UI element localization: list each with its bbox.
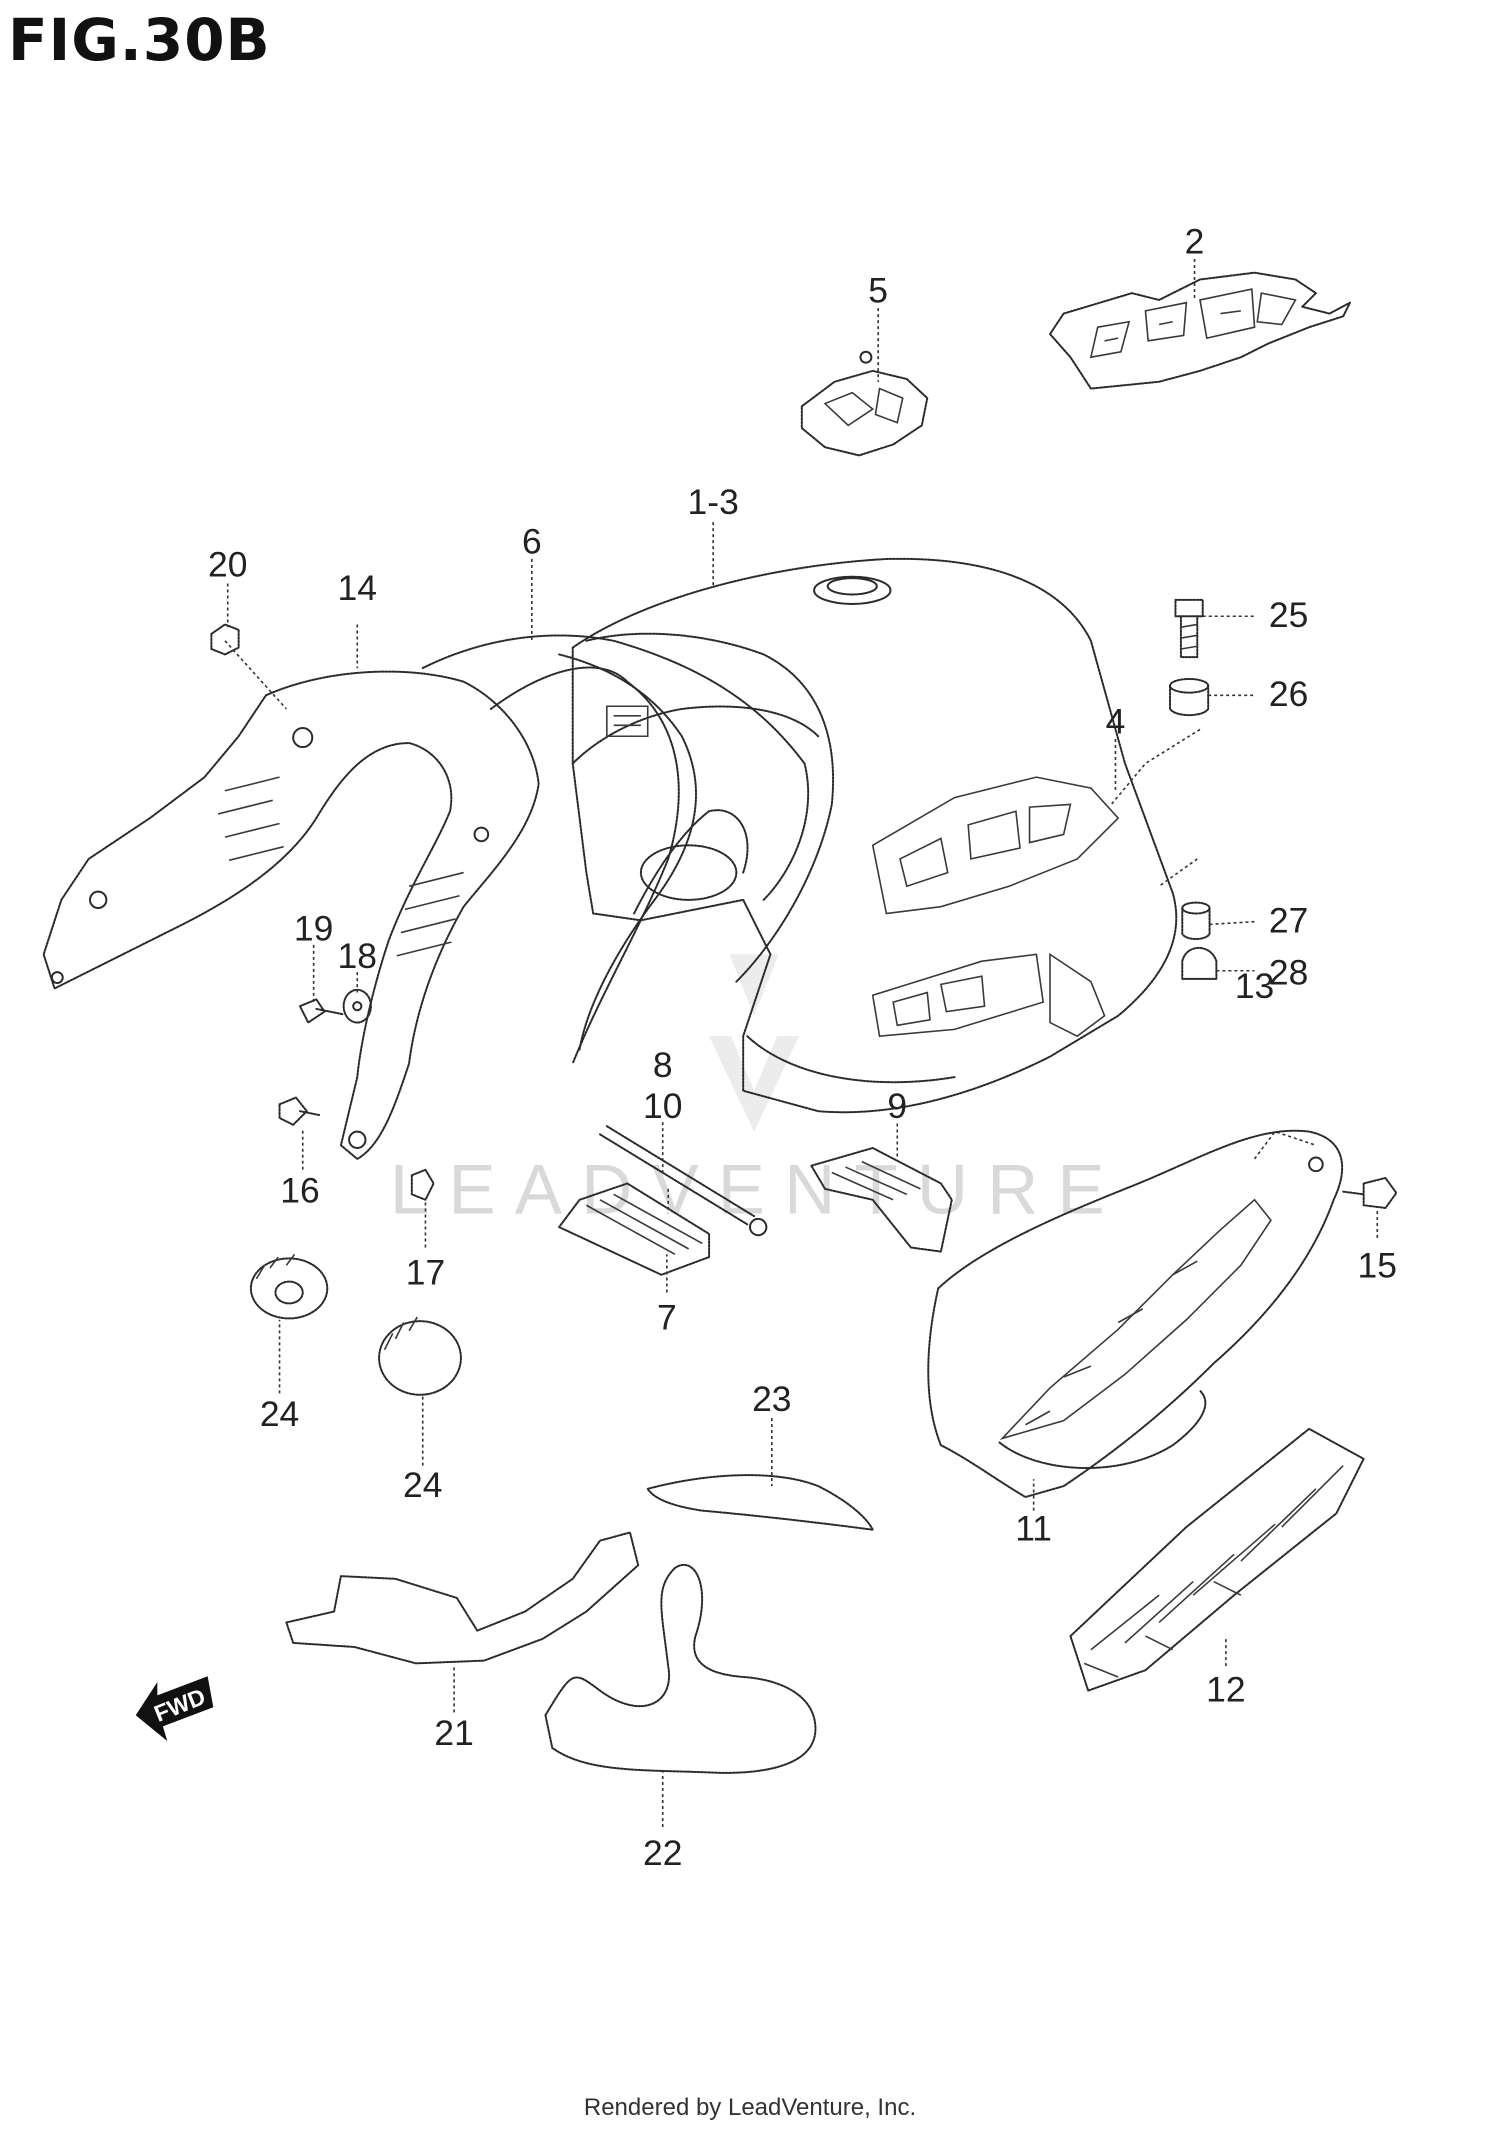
watermark: LEADVENTURE	[390, 954, 1124, 1229]
part-9-rubber	[811, 1148, 951, 1252]
watermark-logo	[709, 954, 800, 1132]
leader-lines	[225, 259, 1377, 1827]
arrow-left-icon	[136, 1677, 212, 1740]
part-18-washer	[344, 990, 371, 1023]
part-5-emblem	[802, 352, 927, 456]
callout-21: 21	[434, 1713, 473, 1753]
callout-26: 26	[1269, 674, 1308, 714]
fwd-label: FWD	[150, 1683, 209, 1727]
figure-title: FIG.30B	[8, 6, 271, 74]
callout-24-a: 24	[260, 1394, 299, 1434]
callout-16: 16	[280, 1171, 319, 1211]
part-8-10-band	[600, 1126, 766, 1235]
fwd-direction-marker: FWD	[136, 1677, 212, 1740]
callout-27: 27	[1269, 901, 1308, 941]
part-24-damper-a	[251, 1254, 327, 1318]
part-19-bolt	[300, 999, 344, 1022]
callout-4: 4	[1106, 702, 1126, 742]
part-25-bolt	[1175, 600, 1202, 657]
part-16-bolt	[280, 1098, 321, 1125]
part-22-panel	[545, 1565, 815, 1773]
callout-22: 22	[643, 1833, 682, 1873]
callout-25: 25	[1269, 595, 1308, 635]
part-23-panel	[648, 1475, 873, 1530]
callout-9: 9	[887, 1086, 907, 1126]
callout-17: 17	[406, 1252, 445, 1292]
callout-12: 12	[1206, 1670, 1245, 1710]
callout-15: 15	[1358, 1246, 1397, 1286]
callout-14: 14	[338, 568, 377, 608]
callout-19: 19	[294, 909, 333, 949]
part-2-emblem	[1050, 273, 1350, 389]
part-27-collar	[1182, 903, 1209, 939]
part-28-cap-nut	[1182, 948, 1216, 979]
part-14-left-shroud	[44, 672, 539, 1159]
part-26-collar	[1170, 679, 1208, 715]
part-17-nut	[412, 1170, 434, 1200]
part-11-right-shroud	[928, 1131, 1342, 1497]
part-12-strip	[1070, 1429, 1363, 1691]
callout-13: 13	[1235, 966, 1274, 1006]
callout-11: 11	[1015, 1509, 1052, 1549]
part-7-pad	[559, 1183, 709, 1274]
callout-20: 20	[208, 545, 247, 585]
part-1-3-fuel-tank	[573, 559, 1177, 1112]
part-6-seal	[423, 634, 833, 1064]
callout-23: 23	[752, 1379, 791, 1419]
callout-8: 8	[653, 1045, 673, 1085]
callout-1-3: 1-3	[688, 482, 739, 522]
footer-credit: Rendered by LeadVenture, Inc.	[583, 2094, 917, 2121]
callout-labels: 1-3 2 4 5 6 7 8 9 10 11 12 13 14 15 16 1…	[208, 222, 1397, 1874]
callout-24-b: 24	[403, 1465, 442, 1505]
part-21-panel	[286, 1532, 638, 1663]
callout-10: 10	[643, 1086, 682, 1126]
part-15-bolt	[1343, 1178, 1396, 1208]
callout-2: 2	[1185, 222, 1205, 262]
callout-5: 5	[868, 271, 888, 311]
part-20-grommet	[211, 624, 238, 654]
callout-7: 7	[657, 1297, 677, 1337]
callout-18: 18	[338, 936, 377, 976]
callout-6: 6	[522, 522, 542, 562]
watermark-text: LEADVENTURE	[390, 1150, 1124, 1229]
part-24-damper-b	[379, 1317, 461, 1395]
callout-28: 28	[1269, 952, 1308, 992]
